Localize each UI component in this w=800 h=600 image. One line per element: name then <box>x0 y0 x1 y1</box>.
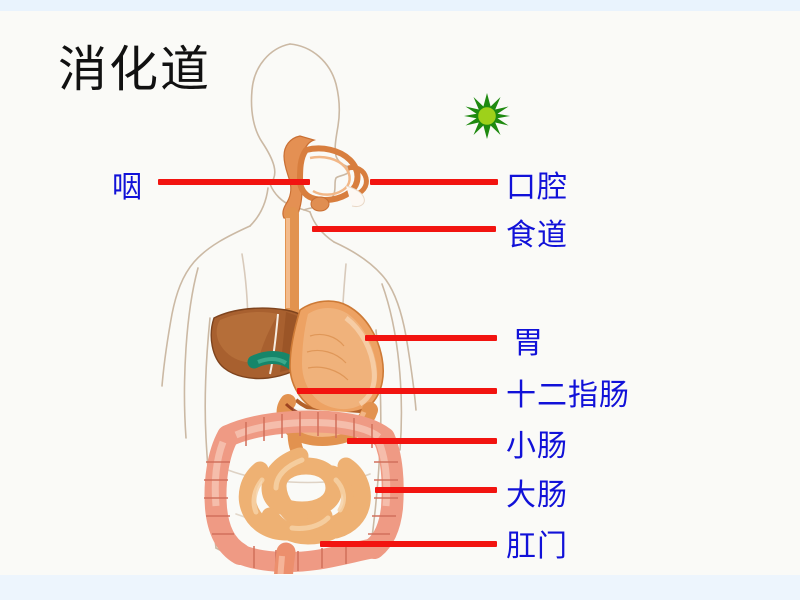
leader-line-oral-cavity <box>370 179 498 185</box>
label-small-intestine: 小肠 <box>506 429 568 464</box>
leader-line-anus <box>320 541 497 547</box>
leader-line-stomach <box>365 335 497 341</box>
label-oral-cavity: 口腔 <box>506 170 568 205</box>
human-digestive-tract-illustration <box>150 18 480 574</box>
top-color-band <box>0 0 800 11</box>
rectum-anus-organ <box>274 542 296 574</box>
label-esophagus: 食道 <box>506 218 568 253</box>
page-title: 消化道 <box>58 41 212 98</box>
mouth-and-pharynx-organ <box>282 135 369 219</box>
leader-line-large-intestine <box>375 487 497 493</box>
label-pharynx: 咽 <box>112 170 143 205</box>
label-duodenum: 十二指肠 <box>506 378 630 413</box>
leader-line-pharynx <box>158 179 310 185</box>
green-star-burst-icon <box>463 92 511 140</box>
label-stomach: 胃 <box>513 326 544 361</box>
leader-line-small-intestine <box>347 438 497 444</box>
esophagus-organ <box>285 207 299 317</box>
label-anus: 肛门 <box>506 529 568 564</box>
leader-line-duodenum <box>297 388 497 394</box>
leader-line-esophagus <box>312 226 496 232</box>
small-intestine-highlights <box>251 457 346 531</box>
large-intestine-organ <box>204 410 404 572</box>
bottom-color-band <box>0 575 800 600</box>
label-large-intestine: 大肠 <box>506 478 568 513</box>
